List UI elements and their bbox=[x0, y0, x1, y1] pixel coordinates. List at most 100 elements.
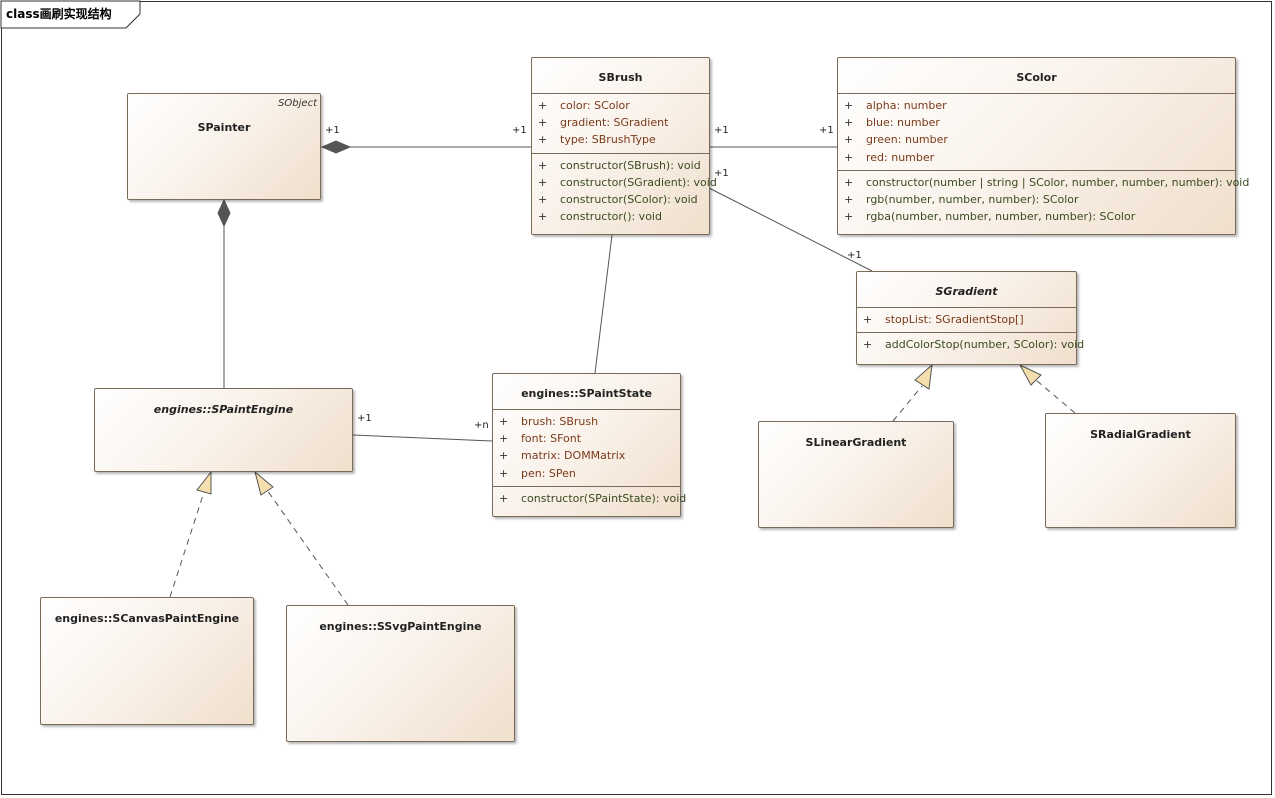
operation-row: + constructor(SColor): void bbox=[532, 192, 709, 209]
operation-row: +constructor(SPaintState): void bbox=[493, 491, 686, 508]
visibility-marker: + bbox=[538, 99, 548, 112]
multiplicity-label: +1 bbox=[714, 125, 729, 136]
operations-section: +addColorStop(number, SColor): void bbox=[857, 333, 1084, 357]
composition-diamond bbox=[320, 140, 352, 154]
attribute-text: gradient: SGradient bbox=[560, 116, 669, 130]
operations-section: +constructor(SBrush): void+constructor(S… bbox=[532, 154, 717, 230]
class-spaintstate[interactable]: engines::SPaintState +brush: SBrush+font… bbox=[492, 373, 686, 517]
operation-row: +constructor(SBrush): void bbox=[532, 158, 709, 175]
attribute-text: color: SColor bbox=[560, 99, 630, 112]
visibility-marker: + bbox=[863, 313, 873, 326]
class-sgradient[interactable]: SGradient + stopList: SGradientStop[] +ad… bbox=[856, 271, 1084, 365]
attribute-row: + color: SColor bbox=[532, 98, 709, 115]
realization-arrowhead bbox=[914, 363, 933, 390]
class-name: SGradient bbox=[935, 285, 998, 298]
class-name: SBrush bbox=[598, 71, 643, 84]
class-name: SLinearGradient bbox=[805, 436, 907, 449]
visibility-marker: + bbox=[538, 192, 548, 206]
multiplicity-label: +1 bbox=[714, 168, 729, 179]
visibility-marker: + bbox=[499, 466, 509, 480]
attribute-text: red: number bbox=[866, 150, 935, 164]
attributes-section: +brush: SBrush+font: SFont+matrix: DOMMa… bbox=[493, 410, 680, 487]
class-name: engines::SSvgPaintEngine bbox=[319, 620, 482, 633]
attributes-section: +color: SColor+gradient: SGradient+type:… bbox=[532, 94, 709, 154]
operations-section: +constructor(SPaintState): void bbox=[493, 487, 686, 511]
class-sbrush[interactable]: SBrush +color: SColor+gradient: SGradien… bbox=[531, 57, 717, 235]
operation-text: rgba(number, number, number, number): SC… bbox=[866, 210, 1136, 224]
realization-line bbox=[1035, 379, 1076, 414]
class-name: engines::SPaintEngine bbox=[153, 403, 294, 416]
realization-arrowhead bbox=[254, 470, 274, 496]
attribute-row: + alpha: number bbox=[838, 98, 1235, 115]
diagram-title: class画刷实现结构 bbox=[6, 7, 112, 21]
visibility-marker: + bbox=[844, 175, 854, 189]
realization-line bbox=[266, 489, 349, 606]
visibility-marker: + bbox=[499, 415, 509, 428]
realization-line bbox=[892, 385, 923, 422]
visibility-marker: + bbox=[863, 338, 873, 352]
class-ssvgpaintengine[interactable]: engines::SSvgPaintEngine bbox=[286, 605, 515, 742]
multiplicity-label: +1 bbox=[325, 125, 340, 136]
operation-row: +rgb(number, number, number): SColor bbox=[838, 192, 1235, 209]
attribute-row: + pen: SPen bbox=[493, 466, 680, 483]
multiplicity-label: +1 bbox=[512, 125, 527, 136]
attribute-row: + stopList: SGradientStop[] bbox=[857, 312, 1076, 329]
visibility-marker: + bbox=[538, 158, 548, 172]
multiplicity-label: +1 bbox=[847, 250, 862, 261]
attribute-text: alpha: number bbox=[866, 99, 947, 112]
attribute-row: +gradient: SGradient bbox=[532, 115, 709, 132]
operation-row: + rgba(number, number, number, number): S… bbox=[838, 209, 1235, 226]
attribute-row: +blue: number bbox=[838, 115, 1235, 132]
visibility-marker: + bbox=[844, 99, 854, 112]
class-name: SRadialGradient bbox=[1090, 428, 1191, 441]
operation-row: +constructor(): void bbox=[532, 209, 709, 226]
class-name: engines::SCanvasPaintEngine bbox=[54, 612, 240, 625]
class-header: SBrush bbox=[532, 58, 709, 94]
attribute-row: + font: SFont bbox=[493, 431, 680, 448]
class-scolor[interactable]: SColor +alpha: number+blue: number+green… bbox=[837, 57, 1249, 235]
operation-text: constructor(number | string | SColor, nu… bbox=[866, 175, 1250, 189]
attribute-row: +brush: SBrush bbox=[493, 414, 680, 431]
engine-state-line bbox=[352, 434, 493, 442]
visibility-marker: + bbox=[844, 150, 854, 164]
visibility-marker: + bbox=[844, 192, 854, 206]
attribute-text: font: SFont bbox=[521, 432, 582, 446]
visibility-marker: + bbox=[844, 133, 854, 147]
visibility-marker: + bbox=[499, 432, 509, 446]
attribute-text: matrix: DOMMatrix bbox=[521, 449, 626, 463]
class-sradialgradient[interactable]: SRadialGradient bbox=[1045, 413, 1236, 528]
visibility-marker: + bbox=[538, 175, 548, 189]
stereotype-label: SObject bbox=[278, 98, 317, 109]
realization-line bbox=[169, 491, 205, 598]
attribute-row: + green: number bbox=[838, 132, 1235, 149]
visibility-marker: + bbox=[844, 210, 854, 224]
operation-row: + constructor(number | string | SColor, n… bbox=[838, 175, 1249, 192]
attribute-text: type: SBrushType bbox=[560, 133, 656, 147]
attributes-section: + stopList: SGradientStop[] bbox=[857, 308, 1076, 334]
attribute-row: +matrix: DOMMatrix bbox=[493, 448, 680, 465]
operation-text: constructor(SColor): void bbox=[560, 192, 698, 206]
brush-state-line bbox=[594, 234, 613, 374]
operations-section: + constructor(number | string | SColor, n… bbox=[838, 171, 1249, 230]
operation-text: constructor(): void bbox=[560, 210, 662, 224]
operation-row: + constructor(SGradient): void bbox=[532, 175, 717, 192]
class-header: engines::SPaintState bbox=[493, 374, 680, 410]
class-scanvaspaintengine[interactable]: engines::SCanvasPaintEngine bbox=[40, 597, 254, 725]
class-name: SColor bbox=[1016, 71, 1057, 84]
attribute-text: stopList: SGradientStop[] bbox=[885, 313, 1024, 326]
realization-arrowhead bbox=[1018, 363, 1042, 386]
class-spaintengine[interactable]: engines::SPaintEngine bbox=[94, 388, 353, 472]
class-header: SGradient bbox=[857, 272, 1076, 308]
operation-text: constructor(SGradient): void bbox=[560, 175, 717, 189]
realization-arrowhead bbox=[196, 470, 212, 495]
attribute-text: pen: SPen bbox=[521, 466, 576, 480]
attributes-section: +alpha: number+blue: number+green: numbe… bbox=[838, 94, 1235, 171]
attribute-text: green: number bbox=[866, 133, 948, 147]
visibility-marker: + bbox=[538, 133, 548, 147]
class-spainter[interactable]: SObject SPainter bbox=[127, 93, 321, 200]
diagram-frame-tab bbox=[0, 0, 141, 29]
class-name: SPainter bbox=[197, 121, 251, 134]
class-slineargradient[interactable]: SLinearGradient bbox=[758, 421, 954, 528]
